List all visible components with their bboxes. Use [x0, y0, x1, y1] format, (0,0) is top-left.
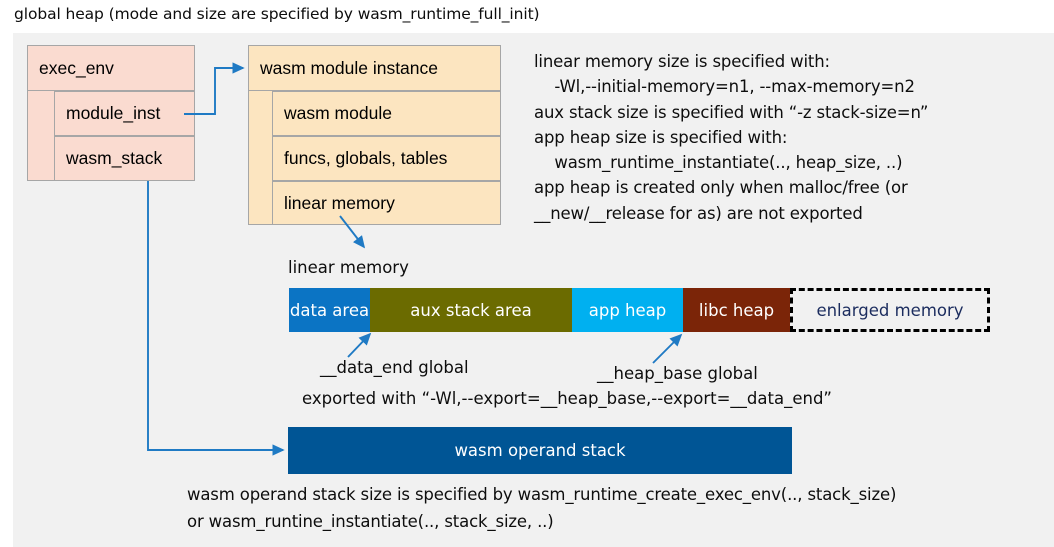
- memory-segment-enlarged-memory: enlarged memory: [790, 288, 990, 332]
- wasm-operand-stack-bar: wasm operand stack: [288, 427, 792, 474]
- page-title: global heap (mode and size are specified…: [14, 5, 540, 23]
- memory-segment-aux-stack-area: aux stack area: [370, 288, 572, 332]
- wasm-operand-stack-note: wasm operand stack size is specified by …: [187, 485, 897, 531]
- module-instance-field-wasm-module: wasm module: [272, 91, 501, 136]
- memory-segment-data-area: data area: [289, 288, 370, 332]
- module-instance-title: wasm module instance: [248, 45, 501, 91]
- heap-base-annotation: __heap_base global: [597, 364, 758, 383]
- exec-env-field-wasm-stack: wasm_stack: [54, 136, 195, 181]
- memory-segment-libc-heap: libc heap: [683, 288, 790, 332]
- data-end-annotation: __data_end global: [320, 358, 469, 377]
- linear-memory-notes: linear memory size is specified with: -W…: [534, 52, 929, 223]
- exec-env-title: exec_env: [27, 45, 195, 91]
- module-instance-field-funcs-globals-tables: funcs, globals, tables: [272, 136, 501, 181]
- module-instance-field-linear-memory: linear memory: [272, 181, 501, 225]
- linear-memory-bar-label: linear memory: [288, 258, 409, 277]
- exec-env-field-module-inst: module_inst: [54, 91, 195, 136]
- export-annotation: exported with “-Wl,--export=__heap_base,…: [302, 389, 832, 408]
- memory-segment-app-heap: app heap: [572, 288, 683, 332]
